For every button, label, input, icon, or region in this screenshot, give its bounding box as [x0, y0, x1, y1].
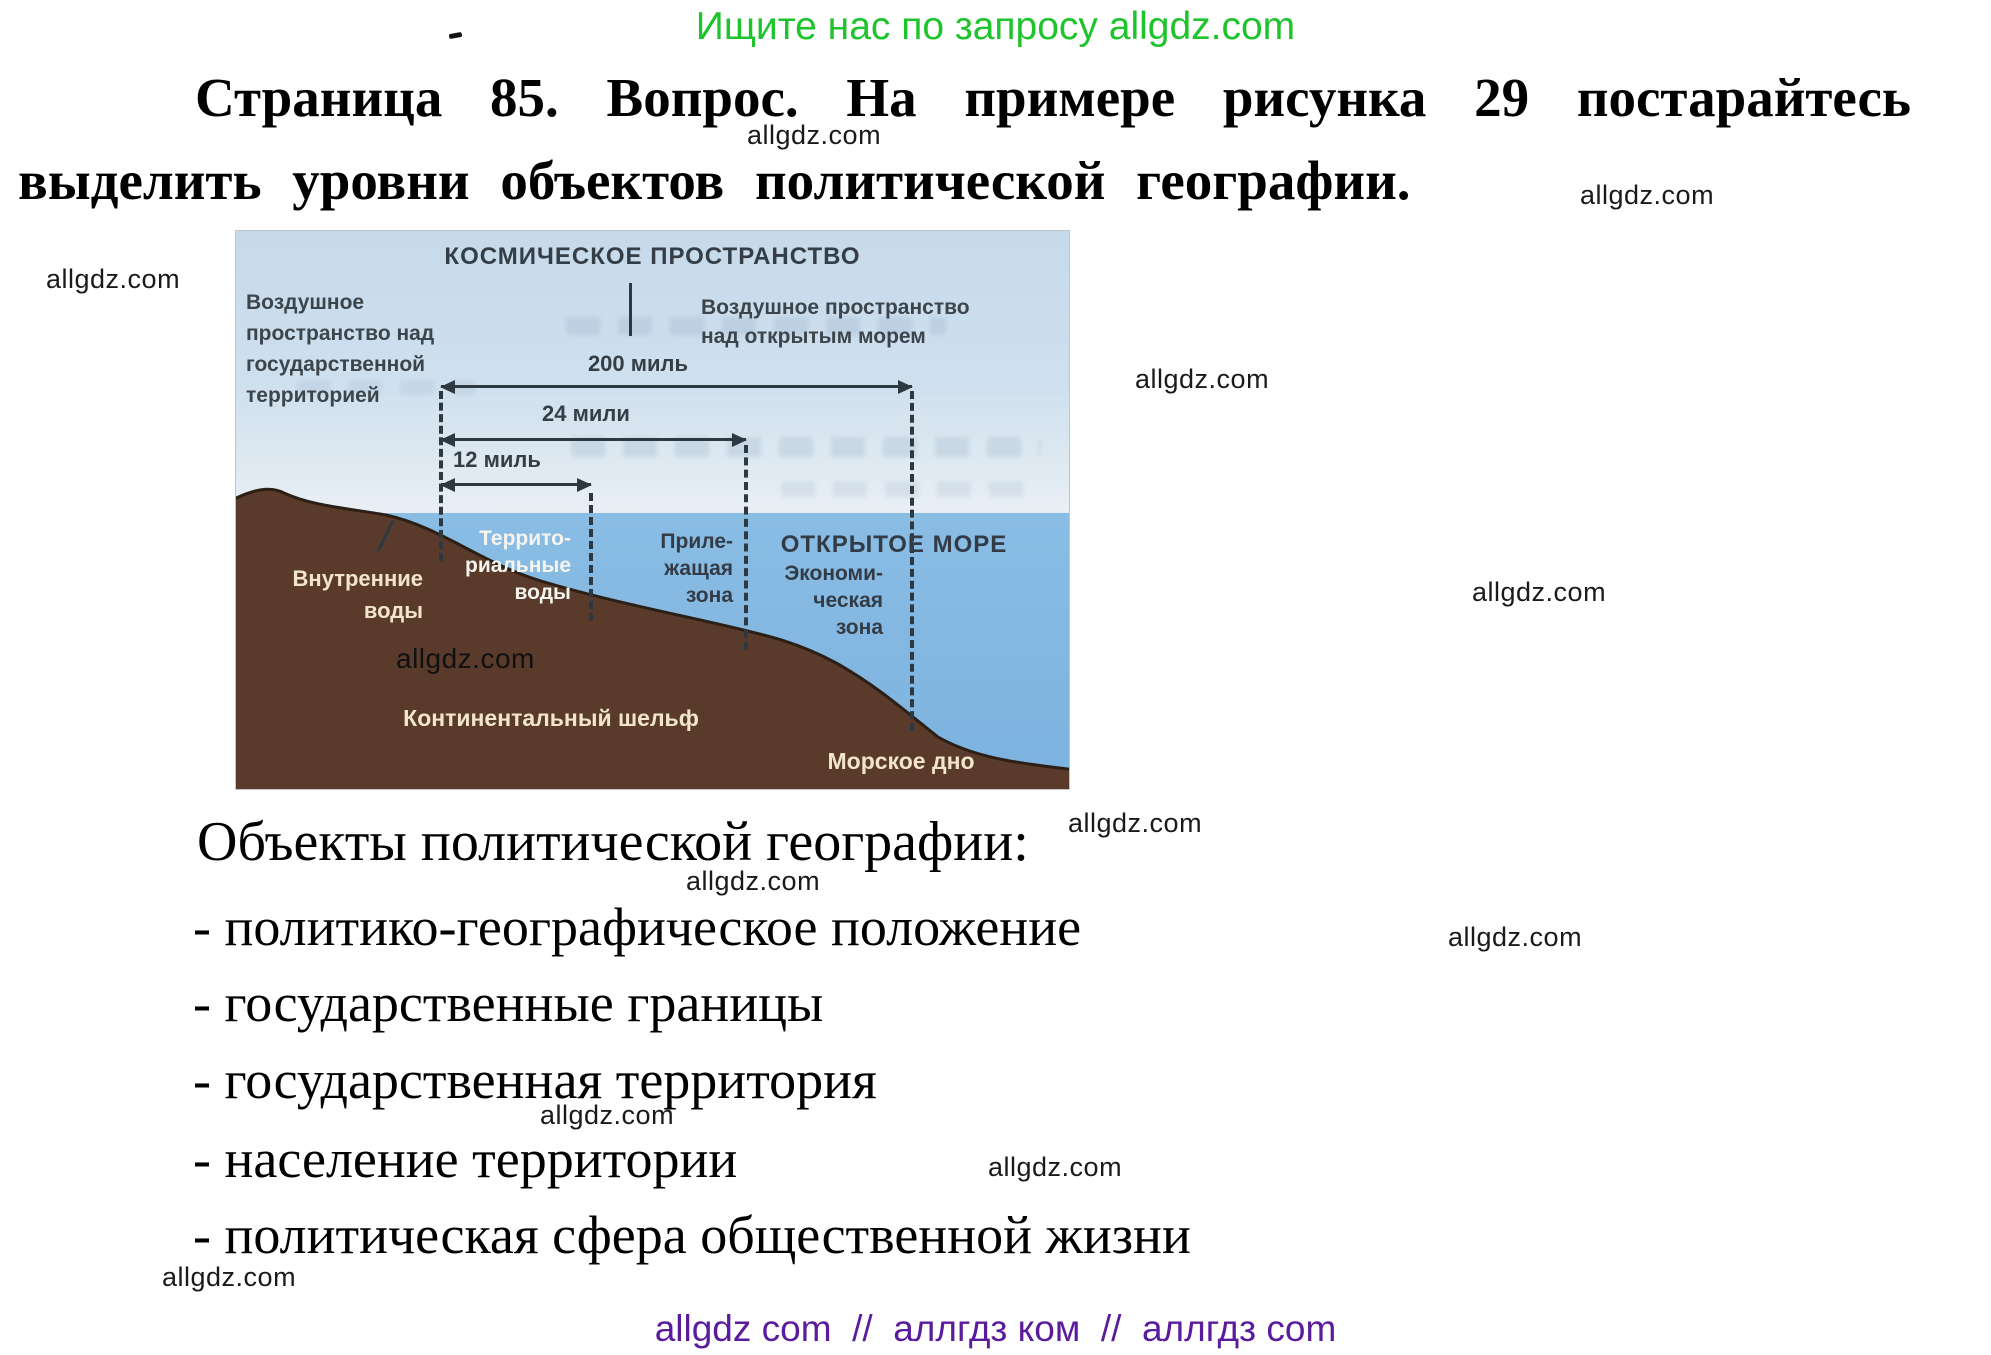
boundary-baseline: [439, 391, 443, 561]
label-12-miles: 12 миль: [453, 447, 541, 472]
label-sea-floor: Морское дно: [827, 748, 975, 774]
land-profile: [236, 487, 1069, 789]
arrow-24-miles: [440, 433, 747, 447]
watermark: allgdz.com: [1068, 808, 1203, 838]
label-200-miles: 200 миль: [587, 351, 689, 376]
boundary-24-miles: [744, 445, 748, 650]
divider-line: [629, 283, 632, 336]
bleed-artifact: [296, 381, 476, 395]
label-continental-shelf: Континентальный шельф: [403, 705, 699, 731]
watermark: allgdz.com: [1135, 364, 1270, 394]
sky-area: [236, 231, 1069, 513]
watermark: allgdz.com: [162, 1262, 297, 1292]
boundary-200-miles: [910, 391, 914, 731]
watermark: allgdz.com: [747, 120, 882, 150]
answer-item: - государственная территория: [193, 1050, 877, 1110]
answer-item: - государственные границы: [193, 973, 824, 1033]
promo-banner: Ищите нас по запросу allgdz.com: [695, 5, 1296, 48]
watermark: allgdz.com: [1580, 180, 1715, 210]
question-heading-line1: Страница 85. Вопрос. На примере рисунка …: [195, 66, 1911, 129]
label-territorial-waters: Террито- риальные воды: [465, 527, 571, 604]
label-economic-zone: Экономи- ческая зона: [784, 562, 883, 639]
watermark: allgdz.com: [46, 264, 181, 294]
watermark: allgdz.com: [686, 866, 821, 896]
label-airspace-state: Воздушное пространство над государственн…: [246, 291, 435, 407]
bleed-artifact: [781, 481, 1036, 497]
question-heading-line2: выделить уровни объектов политической ге…: [18, 150, 1411, 211]
label-airspace-open-sea: Воздушное пространство над открытым море…: [701, 296, 970, 348]
arrow-200-miles: [440, 380, 913, 394]
watermark: allgdz.com: [540, 1100, 675, 1130]
bleed-artifact: [566, 317, 946, 335]
answer-heading: Объекты политической географии:: [197, 811, 1029, 873]
watermark: allgdz.com: [1448, 922, 1583, 952]
boundary-12-miles: [589, 493, 593, 621]
label-24-miles: 24 мили: [542, 401, 630, 426]
label-open-sea: ОТКРЫТОЕ МОРЕ: [780, 531, 1008, 558]
watermark: allgdz.com: [396, 643, 535, 674]
diagram-title: КОСМИЧЕСКОЕ ПРОСТРАНСТВО: [444, 243, 861, 270]
arrow-12-miles: [440, 478, 592, 492]
watermark: allgdz.com: [988, 1152, 1123, 1182]
footer-keywords: allgdz com // аллгдз ком // аллгдз com: [654, 1308, 1337, 1349]
label-contiguous-zone: Приле- жащая зона: [660, 530, 733, 607]
answer-item: - население территории: [193, 1129, 738, 1189]
answer-item: - политическая сфера общественной жизни: [193, 1205, 1191, 1265]
label-internal-waters: Внутренние воды: [292, 566, 423, 623]
question-heading-line1-text: Страница 85. Вопрос. На примере рисунка …: [195, 67, 1911, 128]
watermark: allgdz.com: [1472, 577, 1607, 607]
answer-item: - политико-географическое положение: [193, 897, 1082, 957]
maritime-zones-diagram: КОСМИЧЕСКОЕ ПРОСТРАНСТВО Воздушное прост…: [235, 230, 1070, 790]
bleed-artifact: [571, 437, 1041, 457]
